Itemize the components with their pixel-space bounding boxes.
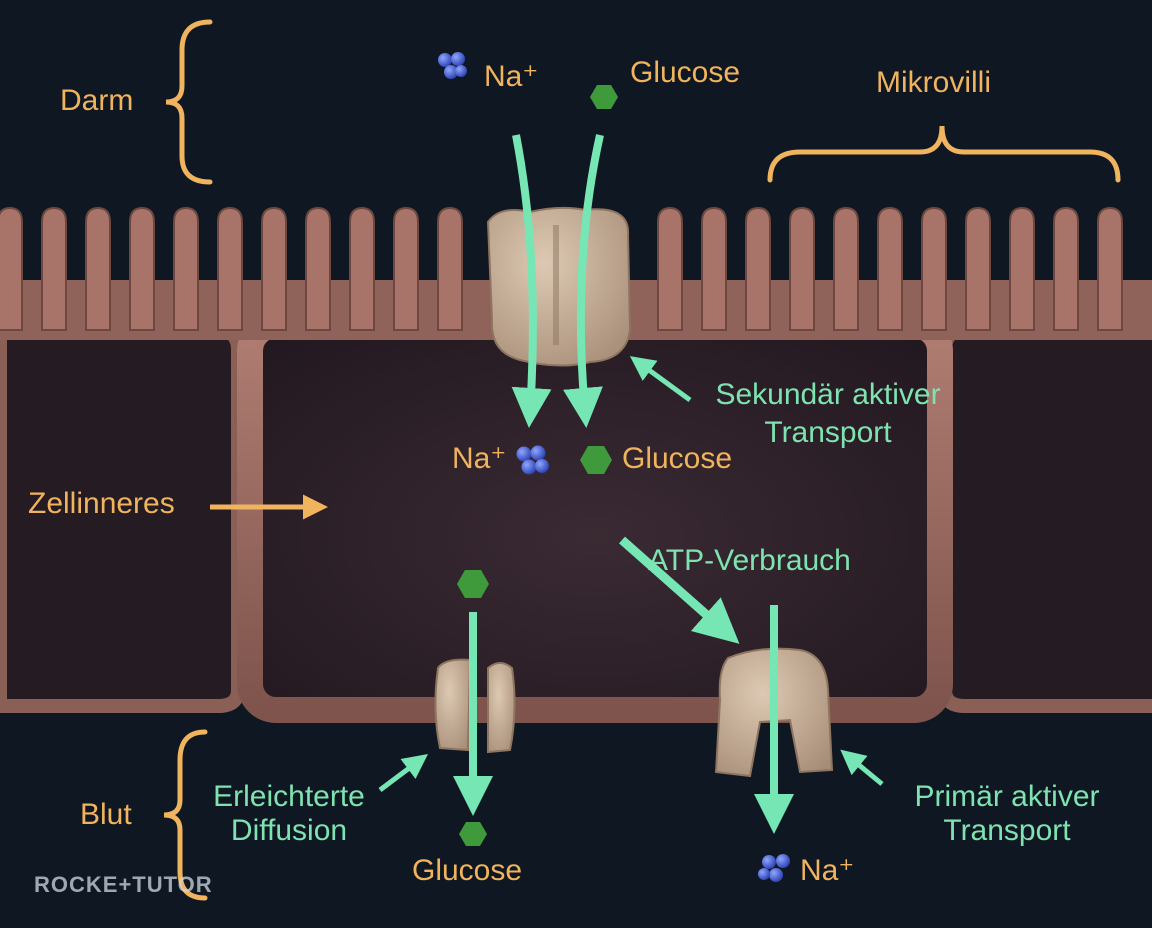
label-zellinneres: Zellinneres (28, 487, 175, 520)
label-na-top: Na⁺ (484, 60, 539, 93)
pointer-sekundaer (629, 356, 692, 403)
sodium-icon-top (438, 52, 467, 79)
microvillus (85, 206, 111, 331)
rocketutor-logo: ROCKE+TUTOR (34, 872, 213, 897)
arrow-atp-to-pump (619, 536, 740, 644)
glucose-icon-mid (580, 446, 612, 474)
microvillus (1053, 206, 1079, 331)
microvillus (0, 206, 23, 331)
label-glucose-bottom: Glucose (412, 854, 523, 887)
microvillus (437, 206, 463, 331)
microvillus (745, 206, 771, 331)
microvillus (261, 206, 287, 331)
label-glucose-top: Glucose (630, 56, 741, 89)
microvillus (1097, 206, 1123, 331)
microvillus (393, 206, 419, 331)
sglt-transporter (486, 206, 632, 367)
label-na-mid: Na⁺ (452, 442, 507, 475)
microvillus (305, 206, 331, 331)
label-primaer-line2: Transport (943, 814, 1071, 847)
glucose-icon-cell (457, 570, 489, 598)
glucose-icon-top (590, 85, 618, 109)
label-blut: Blut (80, 798, 132, 831)
microvillus (657, 206, 683, 331)
microvillus (965, 206, 991, 331)
label-erleichterte-line2: Diffusion (230, 814, 348, 847)
microvillus (41, 206, 67, 331)
microvillus (129, 206, 155, 331)
microvillus (789, 206, 815, 331)
arrow-glucose-entry (563, 134, 604, 428)
glut-transporter (434, 658, 516, 754)
label-primaer-line1: Primär aktiver (914, 780, 1100, 813)
microvillus (217, 206, 243, 331)
microvillus (349, 206, 375, 331)
label-erleichterte-line1: Erleichterte (213, 780, 365, 813)
sodium-icon-mid (516, 445, 549, 475)
pointer-erleichterte (378, 754, 428, 792)
brace-mikrovilli (767, 125, 1121, 183)
brace-darm (165, 19, 213, 185)
arrow-na-entry (511, 134, 552, 428)
brace-blut (163, 729, 208, 901)
right-neighbor-cell (938, 323, 1152, 713)
label-mikrovilli: Mikrovilli (876, 66, 991, 99)
label-atp-verbrauch: ATP-Verbrauch (648, 544, 851, 577)
label-sekundaer-line2: Transport (764, 416, 892, 449)
label-sekundaer-line1: Sekundär aktiver (715, 378, 941, 411)
sodium-icon-bottom (758, 854, 790, 882)
microvillus (921, 206, 947, 331)
label-na-bottom: Na⁺ (800, 854, 855, 887)
microvillus (877, 206, 903, 331)
microvillus (701, 206, 727, 331)
microvillus (1009, 206, 1035, 331)
glucose-icon-bottom (459, 822, 487, 846)
microvillus (833, 206, 859, 331)
label-glucose-mid: Glucose (622, 442, 733, 475)
label-darm: Darm (60, 84, 134, 117)
microvillus (173, 206, 199, 331)
pointer-primaer (840, 749, 884, 786)
